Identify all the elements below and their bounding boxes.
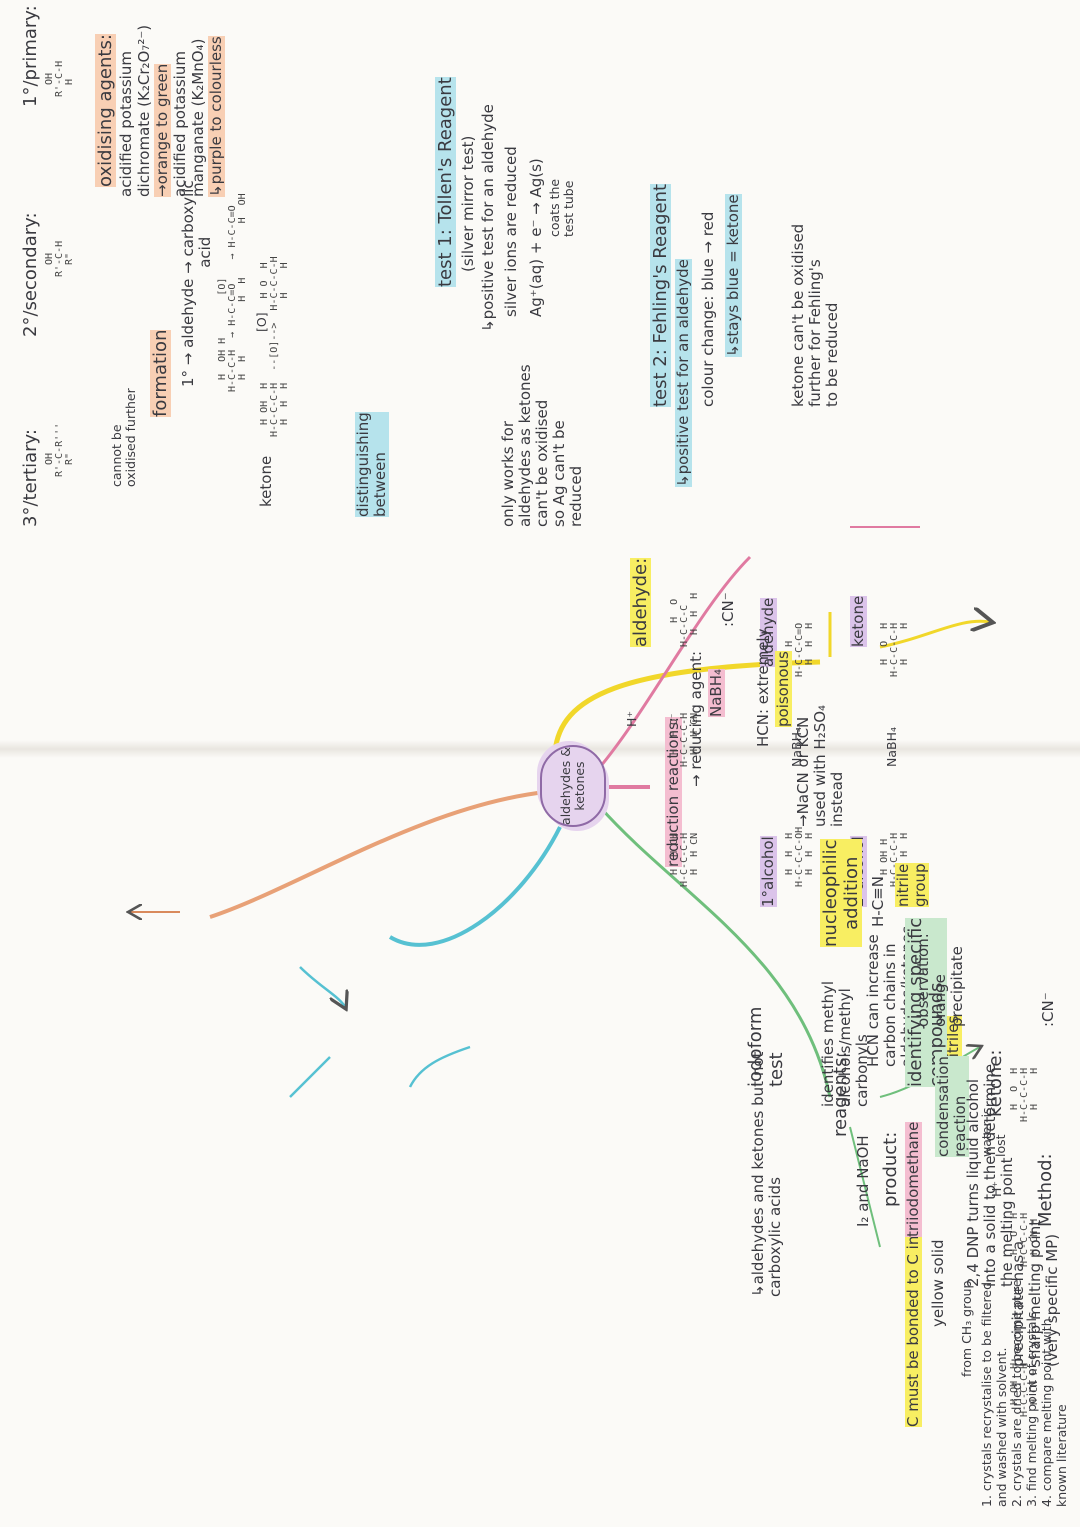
tollens-coats-note: coats the test tube <box>547 178 576 237</box>
method-step-1b: and washed with solvent. <box>994 1347 1009 1507</box>
primary-structure: OH R'-C-H H <box>44 60 75 97</box>
oxidising-agent-line-1: acidified potassium <box>117 51 135 197</box>
aldehyde-hplus: H⁺ <box>624 711 639 727</box>
hcn-label: HCN: extremely <box>754 628 772 747</box>
method-step-2: 2. crystals are dried to become pure <box>1009 1279 1024 1507</box>
reducing-agent: NaBH₄ <box>707 669 725 717</box>
iodoform-aldehydes-note: ↳aldehydes and ketones but not carboxyli… <box>749 1051 784 1297</box>
nitrile-formula: H-C≡N <box>869 876 887 927</box>
tollens-reduced: silver ions are reduced <box>502 146 520 317</box>
tollens-ketone-note: only works for aldehydes as ketones can'… <box>499 364 585 527</box>
page-fold <box>0 740 1080 758</box>
oxidising-agent-line-4: acidified potassium <box>171 51 189 197</box>
oxidant-label: [O] <box>254 312 269 332</box>
nucleophilic-aldehyde-label: aldehyde: <box>630 557 651 647</box>
fehlings-test-title: test 2: Fehling's Reagent <box>650 183 671 407</box>
fehlings-ketone-note: ketone can't be oxidised further for Feh… <box>789 223 841 407</box>
c-bonded-note: C must be bonded to C in CN <box>904 1209 922 1427</box>
primary-alcohol-structure: H H H H-C-C-C-OH H H H <box>784 826 815 887</box>
tertiary-note: cannot be oxidised further <box>109 388 138 487</box>
ketone-cyanide: :CN⁻ <box>1039 992 1057 1027</box>
nitrile-group-label: nitrile group <box>894 863 929 907</box>
secondary-oxidation-chain: H OH H H O H H-C-C-C-H --[O]--> H-C-C-C-… <box>259 256 290 437</box>
secondary-heading: 2°/secondary: <box>20 212 41 337</box>
iodoform-ch3-note: from CH₃ group <box>959 1280 974 1377</box>
branch-nucleophilic <box>552 659 821 753</box>
oxidising-agent-line-2: dichromate (K₂Cr₂O₇²⁻) <box>135 24 153 197</box>
central-topic-label: aldehydes & ketones <box>558 747 587 825</box>
tertiary-structure: OH R'-C-R''' R" <box>44 422 75 477</box>
observation-note: observation: orange precipitate <box>914 933 966 1027</box>
branch-distinguishing <box>388 826 562 947</box>
branch-iodoform <box>598 555 752 768</box>
method-step-4b: known literature <box>1054 1404 1069 1507</box>
tollens-test-title: test 1: Tollen's Reagent <box>435 77 456 287</box>
ketone-product-label: ketone <box>257 455 275 507</box>
iodoform-product: triiodomethane <box>904 1121 922 1237</box>
oxidising-agent-line-3: →orange to green <box>153 63 171 197</box>
nucleophilic-title: nucleophilic addition <box>820 839 862 947</box>
ketone-structure: H O H H-C-C-C-H H H <box>879 622 910 677</box>
secondary-structure: OH R'-C-H R" <box>44 240 75 277</box>
aldehyde-addition-start: H O H-C-C-C H H H <box>669 592 700 647</box>
iodoform-reagents-label: reagents: <box>830 1051 851 1137</box>
fehlings-positive: ↳positive test for an aldehyde <box>674 259 692 487</box>
method-step-3: 3. find melting point of crystals <box>1024 1311 1039 1508</box>
primary-heading: 1°/primary: <box>20 5 41 107</box>
aldehyde-cyanide: :CN⁻ <box>719 592 737 627</box>
branch-formation <box>209 790 546 919</box>
aldehyde-addition-product: H H OH H-C-C-C-H H H CN <box>669 832 700 887</box>
hcn-poisonous: poisonous <box>774 651 792 727</box>
primary-oxidation-chain: H OH H [O] H-C-C-H → H-C-C=O → H-C-C=O H… <box>217 193 248 392</box>
oxidising-agent-line-6: ↳purple to colourless <box>207 36 225 197</box>
tertiary-heading: 3°/tertiary: <box>20 429 41 527</box>
aldehyde-addition-intermediate: H H O⁻ H-C-C-C-H H H CN <box>669 712 700 767</box>
distinguishing-title: distinguishing between <box>354 412 389 517</box>
hcn-alternative: →NaCN or KCN used with H₂SO₄ instead <box>794 704 846 827</box>
tollens-subtitle: (silver mirror test) <box>459 135 477 272</box>
method-label: Method: <box>1035 1153 1056 1227</box>
primary-alcohol-label: 1°alcohol <box>759 836 777 907</box>
central-topic-bubble: aldehydes & ketones <box>540 745 606 827</box>
formation-title: formation <box>150 329 171 417</box>
tollens-positive: ↳positive test for an aldehyde <box>479 104 497 332</box>
ketone-label: ketone <box>849 595 867 647</box>
iodoform-product-label: product: <box>880 1131 901 1207</box>
fehlings-stays-blue: ↳stays blue = ketone <box>724 194 742 357</box>
iodoform-yellow-solid: yellow solid <box>929 1239 947 1327</box>
branch-identifying <box>598 806 832 1098</box>
tollens-equation: Ag⁺(aq) + e⁻ → Ag(s) <box>527 158 545 317</box>
method-step-1: 1. crystals recrystalise to be filtered <box>979 1281 994 1507</box>
iodoform-reagents: I₂ and NaOH <box>854 1135 872 1227</box>
ketone-reagent: NaBH₄ <box>884 727 899 767</box>
method-step-4: 4. compare melting point with <box>1039 1318 1054 1507</box>
primary-oxidation-route: 1° → aldehyde → carboxylic acid <box>179 180 214 387</box>
oxidising-agent-line-5: manganate (K₂MnO₄) <box>189 38 207 197</box>
oxidising-agents-title: oxidising agents: <box>95 34 116 187</box>
fehlings-colour-change: colour change: blue → red <box>699 211 717 407</box>
